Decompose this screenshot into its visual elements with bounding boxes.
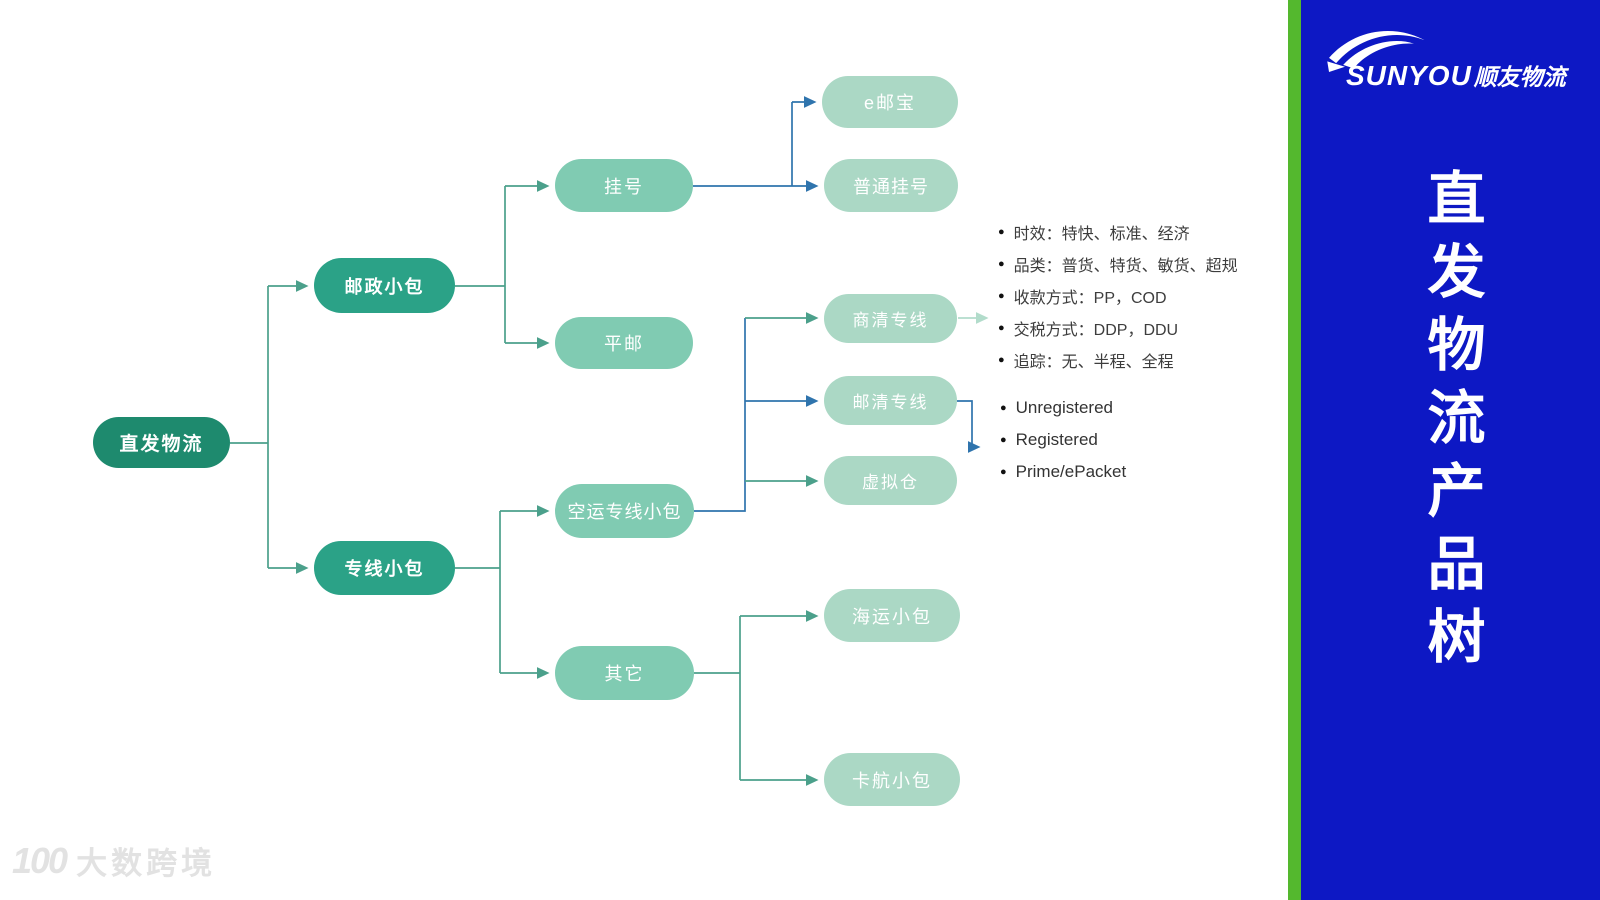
- dashu-kuajing-watermark: 100 大数跨境: [12, 838, 216, 883]
- node-other: 其它: [555, 646, 694, 700]
- bullet-icon: ●: [998, 321, 1005, 334]
- channel-item-label: Registered: [1015, 430, 1098, 449]
- sidebar-accent-stripe: [1288, 0, 1301, 900]
- bullet-icon: ●: [998, 289, 1005, 302]
- list-item: ● Registered: [1000, 424, 1126, 456]
- node-truck-air-packet: 卡航小包: [824, 753, 960, 806]
- node-direct-logistics: 直发物流: [93, 417, 230, 468]
- node-commercial-clearance-line: 商清专线: [824, 294, 957, 343]
- spec-bullet-list: ● 时效：特快、标准、经济 ● 品类：普货、特货、敏货、超规 ● 收款方式：PP，CO…: [998, 216, 1238, 376]
- list-item: ● Prime/ePacket: [1000, 456, 1126, 488]
- logo-text: SUNYOU顺友物流: [1346, 58, 1566, 92]
- node-epacket: e邮宝: [822, 76, 958, 128]
- list-item: ● 时效：特快、标准、经济: [998, 216, 1238, 248]
- logo-latin: SUNYOU: [1346, 60, 1472, 91]
- bullet-icon: ●: [1000, 433, 1007, 446]
- node-ordinary-registered: 普通挂号: [824, 159, 958, 212]
- node-dedicated-line-packet: 专线小包: [314, 541, 455, 595]
- list-item: ● 品类：普货、特货、敏货、超规: [998, 248, 1238, 280]
- node-postal-clearance-line: 邮清专线: [824, 376, 957, 425]
- node-air-dedicated-packet: 空运专线小包: [555, 484, 694, 538]
- watermark-100-icon: 100: [12, 839, 68, 881]
- bullet-icon: ●: [1000, 465, 1007, 478]
- page-title: 直发物流产品树: [1418, 168, 1484, 679]
- list-item: ● 交税方式：DDP，DDU: [998, 312, 1238, 344]
- vertical-title-wrap: 直发物流产品树: [1301, 168, 1600, 679]
- swoosh-icon: [1327, 30, 1425, 72]
- node-postal-packet: 邮政小包: [314, 258, 455, 313]
- node-virtual-warehouse: 虚拟仓: [824, 456, 957, 505]
- bullet-icon: ●: [998, 353, 1005, 366]
- list-item: ● 收款方式：PP，COD: [998, 280, 1238, 312]
- node-registered-mail: 挂号: [555, 159, 693, 212]
- logo-cn: 顺友物流: [1473, 64, 1566, 90]
- sidebar-panel: [1301, 0, 1600, 900]
- bullet-icon: ●: [1000, 401, 1007, 414]
- spec-item-label: 交税方式：DDP，DDU: [1013, 322, 1179, 339]
- list-item: ● Unregistered: [1000, 392, 1126, 424]
- spec-item-label: 品类：普货、特货、敏货、超规: [1013, 258, 1238, 275]
- spec-item-label: 时效：特快、标准、经济: [1013, 226, 1190, 243]
- spec-item-label: 追踪：无、半程、全程: [1013, 354, 1174, 371]
- list-item: ● 追踪：无、半程、全程: [998, 344, 1238, 376]
- bullet-icon: ●: [998, 257, 1005, 270]
- node-sea-packet: 海运小包: [824, 589, 960, 642]
- channel-item-label: Prime/ePacket: [1015, 462, 1127, 481]
- spec-item-label: 收款方式：PP，COD: [1013, 290, 1167, 307]
- sunyou-logo: SUNYOU顺友物流: [1322, 24, 1582, 92]
- bullet-icon: ●: [998, 225, 1005, 238]
- watermark-label: 大数跨境: [76, 846, 217, 881]
- channel-item-label: Unregistered: [1015, 398, 1113, 417]
- node-surface-mail: 平邮: [555, 317, 693, 369]
- channel-bullet-list: ● Unregistered ● Registered ● Prime/ePacket: [1000, 392, 1126, 488]
